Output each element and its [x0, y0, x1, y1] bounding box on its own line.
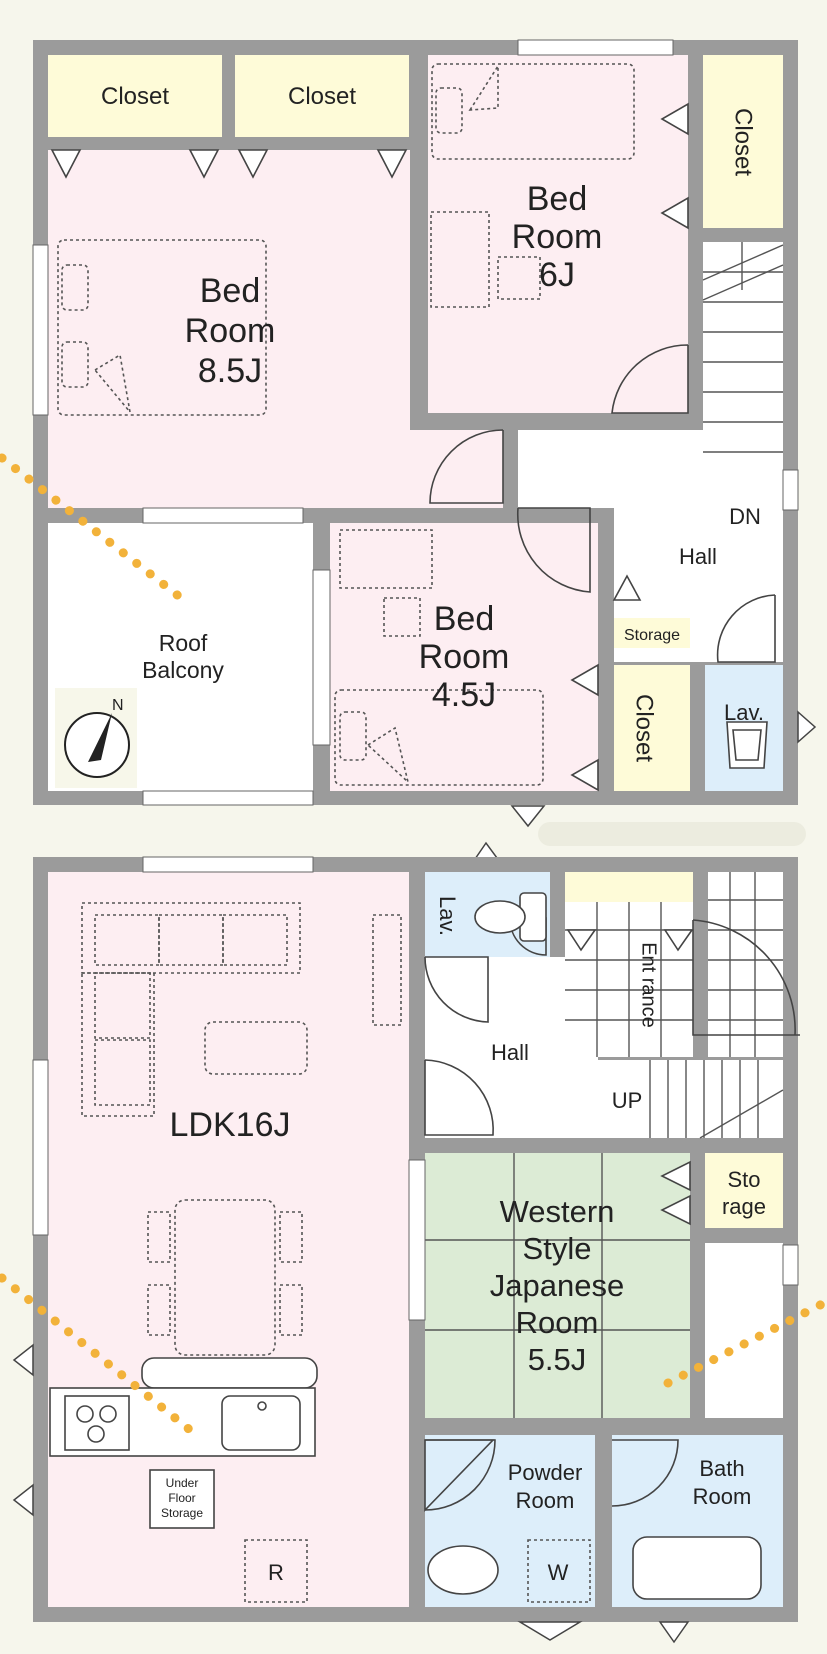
ldk-furniture: [81, 902, 402, 1603]
entrance-porch: [708, 872, 783, 1057]
stair-up-treads: [649, 1060, 784, 1139]
tatami-lines: [425, 1153, 690, 1418]
bath-room-label-2: Room: [693, 1484, 752, 1509]
storage-upper-label: Storage: [624, 627, 680, 644]
closet-3: [703, 55, 783, 228]
compass-needle-icon: [88, 713, 112, 762]
japanese-room-label-1: Western: [500, 1194, 615, 1229]
bedroom-small-label-1: Bed: [434, 600, 495, 638]
entrance-label: Ent rance: [638, 942, 660, 1028]
under-floor-storage: [149, 1469, 215, 1529]
under-floor-storage-label-1: Under: [166, 1476, 199, 1490]
bedroom-small-label-2: Room: [419, 638, 510, 676]
under-floor-storage-label-2: Floor: [168, 1491, 195, 1505]
washer-outline: [527, 1539, 591, 1603]
bathtub-icon: [632, 1536, 762, 1600]
under-floor-storage-label-3: Storage: [161, 1506, 203, 1520]
bedroom-medium-label-3: 6J: [539, 256, 575, 294]
bedroom-large-label-1: Bed: [200, 272, 261, 310]
entry-marker-icon: [517, 1621, 583, 1641]
bath-room-label-1: Bath: [699, 1456, 744, 1481]
window: [142, 507, 304, 524]
closet-4: [614, 665, 690, 791]
lower-hall: [425, 872, 693, 1138]
closet-3-label: Closet: [730, 108, 757, 176]
japanese-room-label-3: Japanese: [490, 1268, 624, 1303]
dotted-guides: [0, 453, 827, 1435]
lavatory-upper-label: Lav.: [724, 700, 764, 725]
closet-2: [235, 55, 409, 137]
kitchen-island: [141, 1357, 318, 1389]
closet-2-label: Closet: [288, 83, 356, 110]
faucet-icon: [257, 1401, 267, 1411]
japanese-room-label-4: Room: [516, 1305, 599, 1340]
bedroom-large-label-3: 8.5J: [198, 352, 262, 390]
closet-1: [48, 55, 222, 137]
powder-room-label-1: Powder: [508, 1460, 583, 1485]
upper-hall-label: Hall: [679, 544, 717, 569]
window: [517, 39, 674, 56]
refrigerator-label: R: [268, 1560, 284, 1585]
window: [142, 790, 314, 806]
lower-door-markers: [566, 929, 694, 1226]
sink-icon: [221, 1395, 301, 1451]
closet-1-label: Closet: [101, 83, 169, 110]
window: [782, 469, 799, 511]
entry-marker-icon: [658, 1621, 690, 1644]
storage-upper: [614, 618, 690, 648]
burner-icon: [76, 1405, 94, 1423]
entry-marker-icon: [510, 805, 546, 828]
burner-icon: [99, 1405, 117, 1423]
window: [408, 1159, 426, 1321]
shoe-shelf: [565, 872, 693, 902]
window: [312, 569, 331, 746]
compass-north-label: N: [112, 697, 124, 714]
window: [782, 1244, 799, 1286]
storage-lower: [705, 1153, 783, 1228]
bedroom-small: [330, 523, 598, 791]
upper-floor: N Closet Closet Closet Closet Bed Room 8…: [32, 39, 799, 806]
entry-marker-icon: [12, 1343, 34, 1377]
window: [32, 1059, 49, 1236]
ldk-label: LDK16J: [170, 1106, 291, 1144]
upper-furniture: [57, 63, 635, 786]
closet-doors: [50, 102, 689, 792]
japanese-room: [425, 1153, 690, 1418]
burner-icon: [87, 1425, 105, 1443]
bedroom-medium-label-1: Bed: [527, 180, 588, 218]
lower-floor: LDK16J Lav. Ent rance Hall UP Sto rage W…: [32, 856, 800, 1622]
bedroom-medium: [428, 55, 688, 413]
japanese-room-label-5: 5.5J: [528, 1342, 587, 1377]
storage-lower-label-2: rage: [722, 1194, 766, 1219]
roof-balcony-label-2: Balcony: [142, 657, 224, 683]
ldk: [48, 872, 409, 1607]
washer-label: W: [548, 1560, 569, 1585]
storage-lower-label-1: Sto: [727, 1167, 760, 1192]
powder-room-label-2: Room: [516, 1488, 575, 1513]
window: [142, 856, 314, 873]
japanese-room-label-2: Style: [523, 1231, 592, 1266]
shadow-bar: [538, 822, 806, 846]
stair-treads: [702, 242, 784, 453]
upper-hall: [518, 430, 703, 662]
stairs-down-label: DN: [729, 504, 761, 529]
bedroom-large-label-2: Room: [185, 312, 276, 350]
roof-balcony-label-1: Roof: [159, 630, 208, 656]
entry-marker-icon: [12, 1483, 34, 1517]
stair-up: [650, 1060, 783, 1138]
bedroom-small-label-3: 4.5J: [432, 676, 496, 714]
lavatory-lower-label: Lav.: [435, 896, 460, 936]
upper-doors[interactable]: [429, 344, 776, 663]
japanese-room-nook: [705, 1243, 783, 1418]
closet-4-label: Closet: [631, 694, 658, 762]
toilet-icon: [474, 892, 547, 942]
stairs-up-label: UP: [612, 1088, 643, 1113]
upper-lavatory-sink: [726, 721, 768, 769]
bedroom-medium-label-2: Room: [512, 218, 603, 256]
lower-hall-label: Hall: [491, 1040, 529, 1065]
window: [32, 244, 49, 416]
washbasin-icon: [427, 1545, 499, 1595]
entry-marker-icon: [797, 710, 817, 744]
